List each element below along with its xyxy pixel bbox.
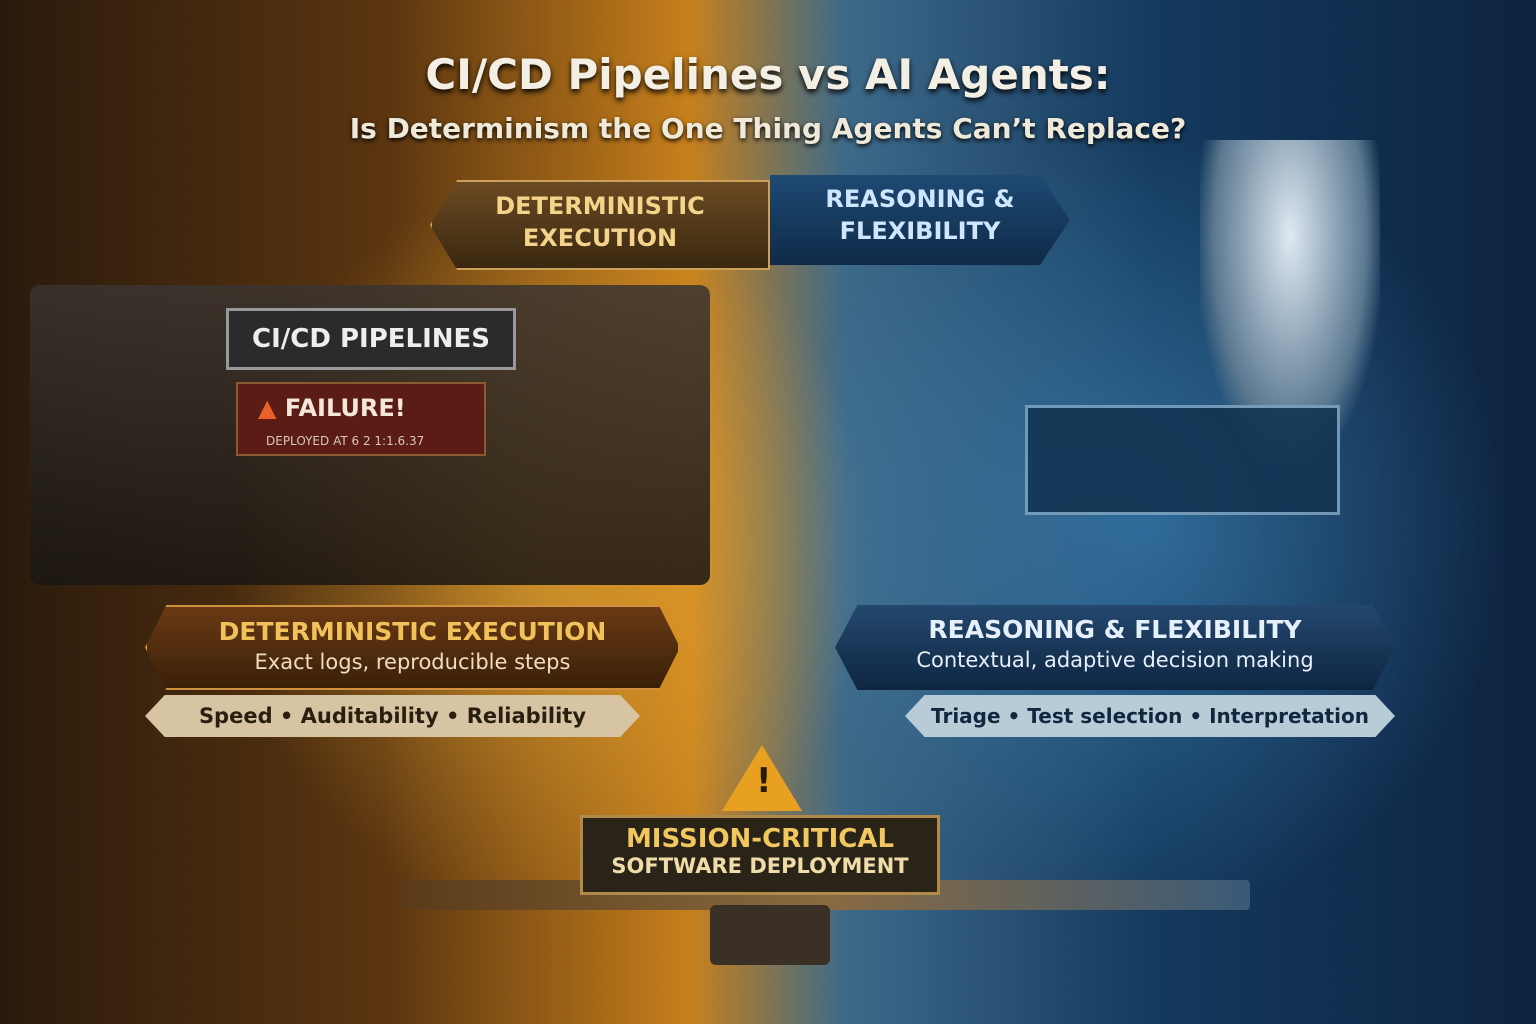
arrow-label: REASONING &	[825, 185, 1015, 213]
arrow-label: DETERMINISTIC	[495, 192, 705, 220]
reasoning-arrow: REASONING & FLEXIBILITY	[770, 175, 1070, 265]
mission-line1: MISSION-CRITICAL	[625, 824, 895, 854]
mission-critical-sign: MISSION-CRITICAL SOFTWARE DEPLOYMENT	[580, 815, 940, 895]
panel-desc: Exact logs, reproducible steps	[254, 650, 571, 674]
failure-banner: ▲ FAILURE! DEPLOYED AT 6 2 1:1.6.37	[236, 382, 486, 456]
warning-icon: ▲	[258, 394, 285, 422]
failure-text: FAILURE!	[284, 394, 406, 422]
panel-heading: DETERMINISTIC EXECUTION	[218, 617, 607, 646]
reasoning-panel: REASONING & FLEXIBILITY Contextual, adap…	[835, 605, 1395, 690]
agent-screen	[1025, 405, 1340, 515]
reasoning-tags: Triage • Test selection • Interpretation	[905, 695, 1395, 737]
deterministic-arrow: DETERMINISTIC EXECUTION	[430, 180, 770, 270]
balance-base	[710, 905, 830, 965]
deployed-text: DEPLOYED AT 6 2 1:1.6.37	[266, 434, 425, 448]
arrow-label: EXECUTION	[522, 224, 678, 252]
deterministic-panel: DETERMINISTIC EXECUTION Exact logs, repr…	[145, 605, 680, 690]
panel-desc: Contextual, adaptive decision making	[916, 648, 1314, 672]
page-subtitle: Is Determinism the One Thing Agents Can’…	[349, 112, 1187, 145]
warning-mark: !	[756, 761, 772, 801]
mission-line2: SOFTWARE DEPLOYMENT	[611, 854, 909, 878]
deterministic-tags: Speed • Auditability • Reliability	[145, 695, 640, 737]
cicd-sign: CI/CD PIPELINES	[226, 308, 516, 370]
arrow-label: FLEXIBILITY	[839, 217, 1001, 245]
page-title: CI/CD Pipelines vs AI Agents:	[425, 50, 1111, 99]
warning-icon: !	[722, 745, 802, 811]
panel-heading: REASONING & FLEXIBILITY	[928, 615, 1302, 644]
